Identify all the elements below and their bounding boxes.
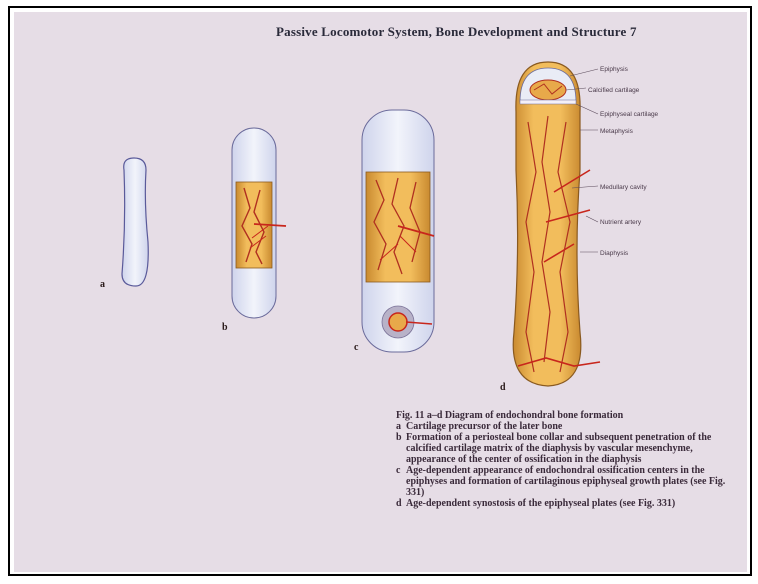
panel-c-ossification-centers: c [354,110,434,353]
caption-item-text: Cartilage precursor of the later bone [406,421,562,432]
bone-formation-diagram: a b c [14,12,747,392]
caption-item-c: c Age-dependent appearance of endochondra… [396,465,736,498]
panel-d-long-bone: d [500,62,600,392]
caption-title: Fig. 11 a–d Diagram of endochondral bone… [396,410,736,421]
book-page: Passive Locomotor System, Bone Developme… [14,12,747,572]
caption-item-text: Age-dependent synostosis of the epiphyse… [406,498,675,509]
callout-nutrient-artery: Nutrient artery [600,219,642,226]
callout-diaphysis: Diaphysis [600,250,629,257]
panel-d-label: d [500,382,506,392]
caption-item-key: c [396,465,400,476]
caption-item-text: Formation of a periosteal bone collar an… [406,432,711,465]
callout-epiphysis: Epiphysis [600,66,629,73]
panel-b-bone-collar: b [222,128,286,333]
callout-metaphysis: Metaphysis [600,128,634,135]
panel-b-label: b [222,322,228,333]
caption-item-d: d Age-dependent synostosis of the epiphys… [396,498,736,509]
caption-item-b: b Formation of a periosteal bone collar a… [396,432,736,465]
caption-item-text: Age-dependent appearance of endochondral… [406,465,725,498]
panel-a-cartilage: a [100,158,148,290]
callout-calcified-cartilage: Calcified cartilage [588,87,640,94]
figure-caption: Fig. 11 a–d Diagram of endochondral bone… [396,410,736,509]
callout-epiphyseal-cartilage: Epiphyseal cartilage [600,111,659,118]
callout-medullary-cavity: Medullary cavity [600,184,647,191]
caption-item-key: a [396,421,401,432]
caption-item-a: a Cartilage precursor of the later bone [396,421,736,432]
caption-item-key: d [396,498,402,509]
panel-c-label: c [354,342,359,353]
panel-a-label: a [100,279,105,290]
caption-item-key: b [396,432,402,443]
